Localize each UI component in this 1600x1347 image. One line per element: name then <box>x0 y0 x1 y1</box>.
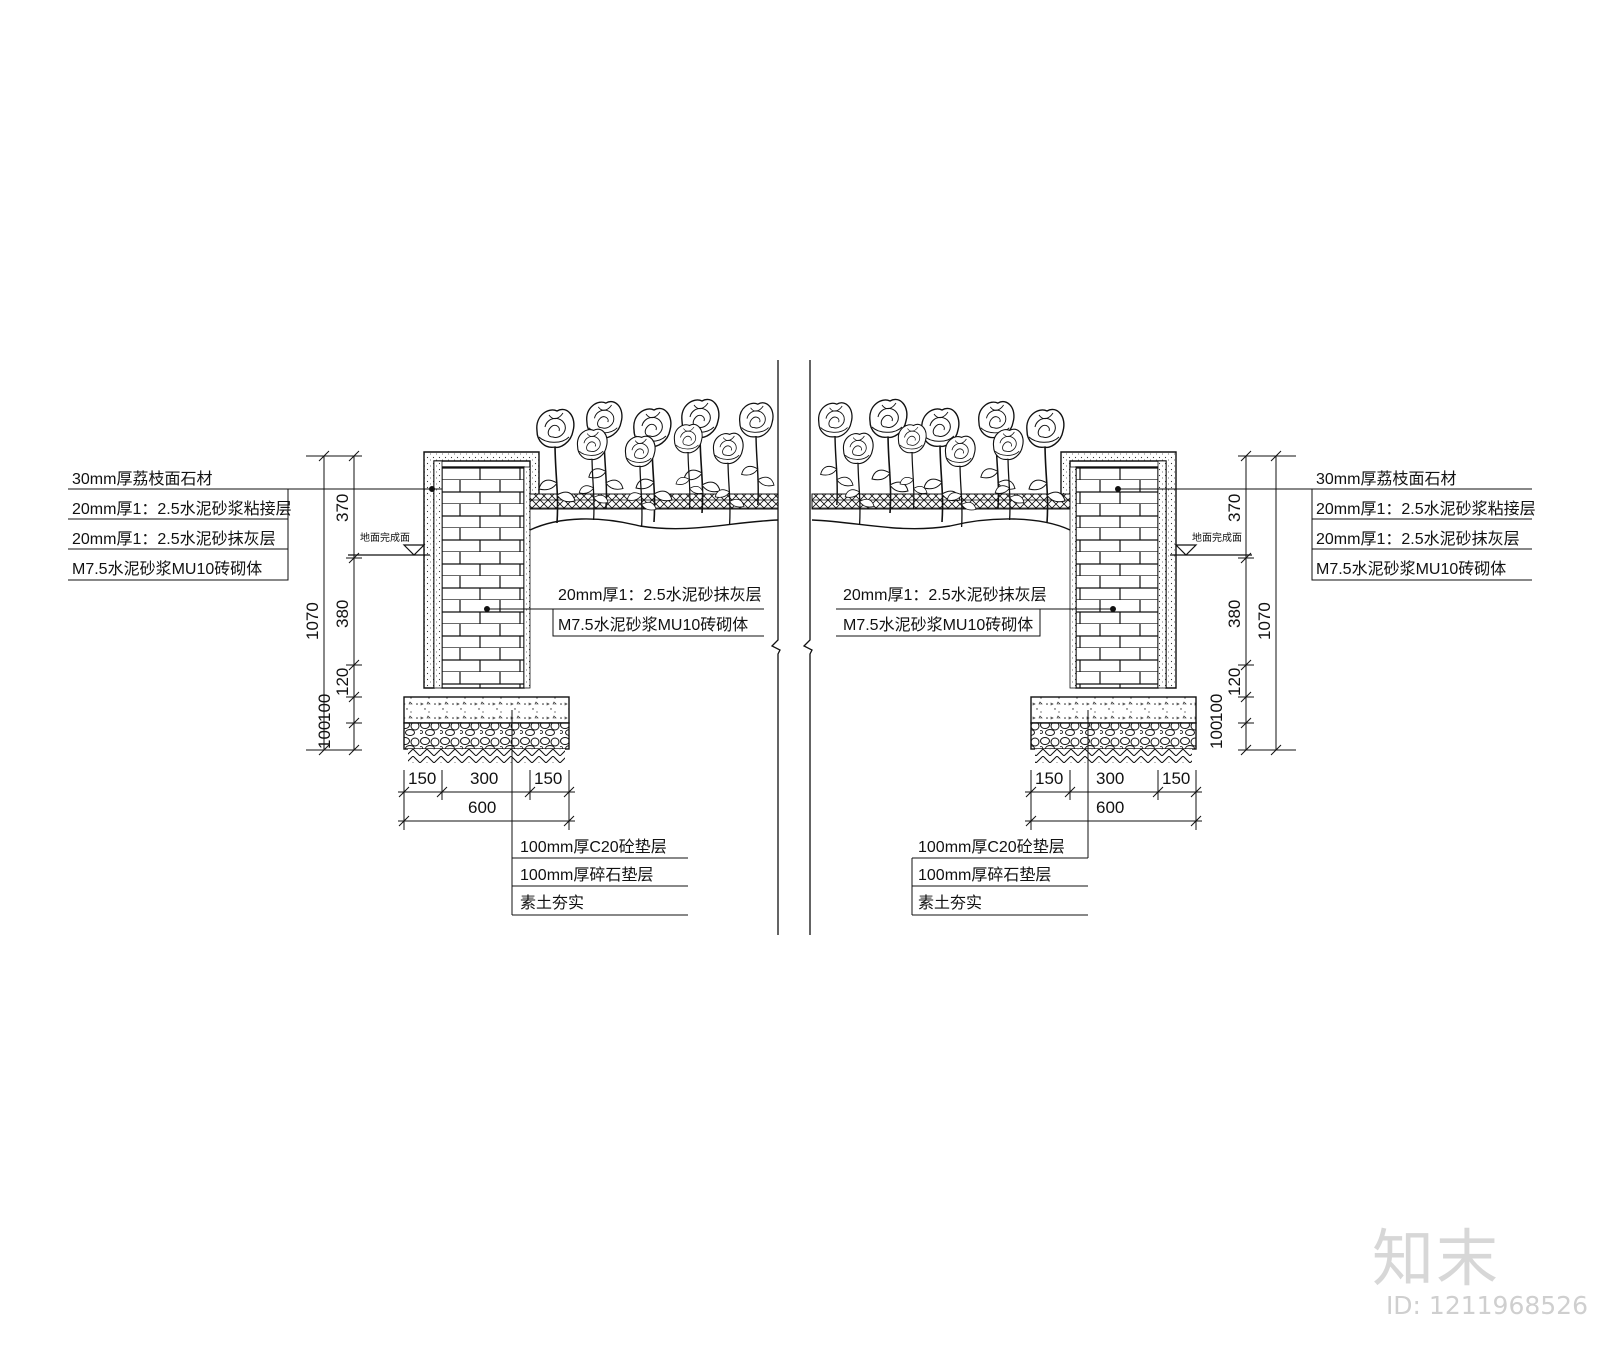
right-ground-label: 地面完成面 <box>1192 531 1242 544</box>
left-ground-label: 地面完成面 <box>360 531 410 544</box>
left-label-earth: 素土夯实 <box>520 894 584 912</box>
left-label-bond: 20mm厚1：2.5水泥砂浆粘接层 <box>72 500 292 518</box>
right-gravel-bed <box>1030 722 1197 750</box>
left-label-c20: 100mm厚C20砼垫层 <box>520 838 667 856</box>
right-horizontal-dims <box>1025 770 1202 830</box>
left-label-brick: M7.5水泥砂浆MU10砖砌体 <box>72 560 262 578</box>
right-layer-labels <box>1115 486 1532 581</box>
right-vertical-dims <box>1238 450 1296 756</box>
right-concrete-pad <box>1030 696 1197 724</box>
right-stone-cladding <box>1060 451 1177 689</box>
break-lines <box>770 360 813 935</box>
right-label-c20: 100mm厚C20砼垫层 <box>918 838 1065 856</box>
right-label-inner-plaster: 20mm厚1：2.5水泥砂抹灰层 <box>843 586 1047 604</box>
right-label-stone: 30mm厚荔枝面石材 <box>1316 470 1456 488</box>
left-dim-380: 380 <box>333 600 352 628</box>
right-dim-370: 370 <box>1225 494 1244 522</box>
left-brick-wall <box>441 466 525 689</box>
right-compacted-earth <box>1035 749 1192 763</box>
left-horizontal-dims <box>398 770 575 830</box>
left-label-plaster: 20mm厚1：2.5水泥砂抹灰层 <box>72 530 276 548</box>
right-dim-120: 120 <box>1225 668 1244 696</box>
left-vertical-dims <box>306 450 362 756</box>
left-dim-100a: 100 <box>315 694 334 722</box>
right-dim-100a: 100 <box>1207 694 1226 722</box>
watermark-id: ID: 1211968526 <box>1385 1291 1588 1320</box>
right-dim-h150a: 150 <box>1035 769 1063 788</box>
right-dim-100b: 100 <box>1207 721 1226 749</box>
left-layer-labels <box>68 486 442 581</box>
left-label-inner-plaster: 20mm厚1：2.5水泥砂抹灰层 <box>558 586 762 604</box>
watermark-brand-logo: 知末 <box>1371 1222 1500 1295</box>
right-section: 地面完成面 30mm厚荔枝面石材 20mm厚1：2.5水泥砂浆粘接层 20mm厚… <box>811 398 1536 916</box>
right-brick-wall <box>1075 466 1159 689</box>
left-soil-curve <box>529 518 779 531</box>
left-gravel-bed <box>403 722 570 750</box>
right-dim-h600: 600 <box>1096 798 1124 817</box>
right-label-inner-brick: M7.5水泥砂浆MU10砖砌体 <box>843 616 1033 634</box>
left-dim-h300: 300 <box>470 769 498 788</box>
right-label-gravel: 100mm厚碎石垫层 <box>918 866 1051 884</box>
right-label-brick: M7.5水泥砂浆MU10砖砌体 <box>1316 560 1506 578</box>
right-label-plaster: 20mm厚1：2.5水泥砂抹灰层 <box>1316 530 1520 548</box>
left-dim-h150a: 150 <box>408 769 436 788</box>
left-stone-cladding <box>423 451 540 689</box>
left-dim-370: 370 <box>333 494 352 522</box>
right-dim-total: 1070 <box>1255 602 1274 640</box>
right-label-bond: 20mm厚1：2.5水泥砂浆粘接层 <box>1316 500 1536 518</box>
left-compacted-earth <box>408 749 565 763</box>
left-concrete-pad <box>403 696 570 724</box>
right-dim-h150b: 150 <box>1162 769 1190 788</box>
right-label-earth: 素土夯实 <box>918 894 982 912</box>
left-label-inner-brick: M7.5水泥砂浆MU10砖砌体 <box>558 616 748 634</box>
left-dim-h600: 600 <box>468 798 496 817</box>
left-section: 地面完成面 30mm厚荔枝面石材 20mm厚1：2.5水泥砂浆粘接层 20mm厚… <box>68 398 779 916</box>
left-dim-total: 1070 <box>303 602 322 640</box>
right-dim-h300: 300 <box>1096 769 1124 788</box>
left-dim-120: 120 <box>333 668 352 696</box>
left-dim-100b: 100 <box>315 721 334 749</box>
left-dim-h150b: 150 <box>534 769 562 788</box>
left-label-gravel: 100mm厚碎石垫层 <box>520 866 653 884</box>
right-dim-380: 380 <box>1225 600 1244 628</box>
right-soil-curve <box>811 518 1071 531</box>
left-label-stone: 30mm厚荔枝面石材 <box>72 470 212 488</box>
right-planting-mat <box>811 493 1071 510</box>
